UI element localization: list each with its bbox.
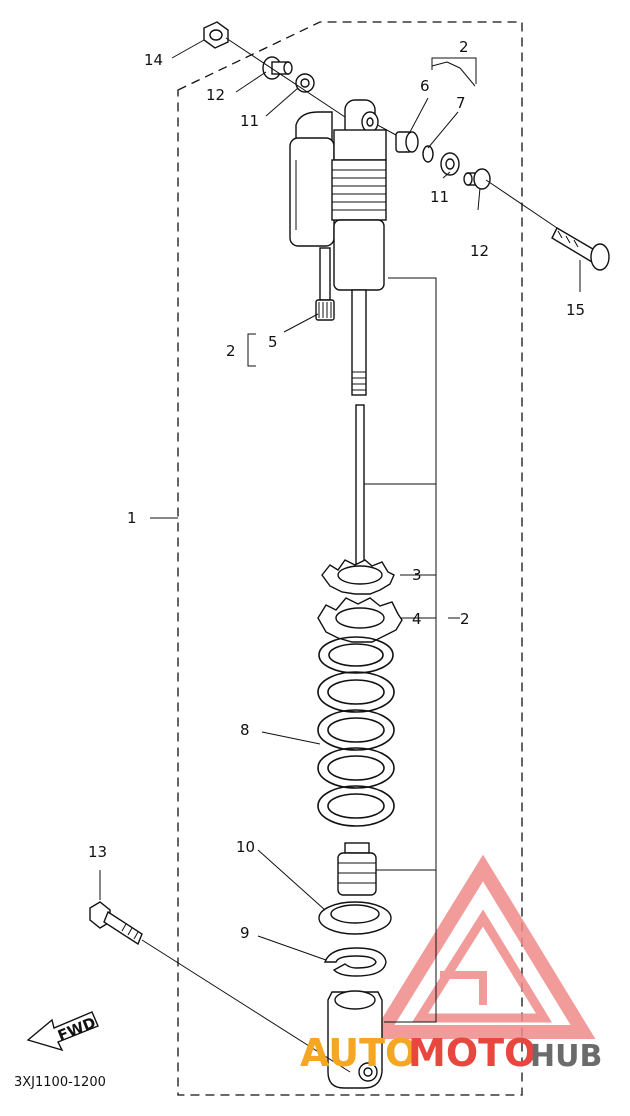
bump-stop xyxy=(337,842,377,896)
callout-13: 13 xyxy=(88,843,107,861)
callout-7: 7 xyxy=(456,94,466,112)
watermark-text-auto: AUTO xyxy=(300,1031,417,1075)
callout-5: 5 xyxy=(268,333,278,351)
callout-2-left: 2 xyxy=(226,342,236,360)
ring-7 xyxy=(422,145,434,163)
reservoir xyxy=(289,111,335,301)
seal-11-lower xyxy=(440,152,460,176)
spring-8 xyxy=(317,636,395,827)
watermark-text: AUTO MOTO HUB xyxy=(300,1031,602,1075)
drawing-code: 3XJ1100-1200 xyxy=(14,1075,106,1090)
assembly-boundary xyxy=(177,21,523,1096)
lower-clevis xyxy=(327,990,383,1089)
bracket-2-upper xyxy=(431,57,477,84)
callout-6: 6 xyxy=(420,77,430,95)
leader-lines xyxy=(99,39,581,961)
seal-11-upper xyxy=(295,73,315,93)
spring-seat-10 xyxy=(318,901,392,935)
fwd-arrow-icon xyxy=(26,1011,99,1052)
locknut-3 xyxy=(321,559,395,595)
callout-10: 10 xyxy=(236,838,255,856)
nut-5 xyxy=(315,299,335,321)
damper-rod xyxy=(355,404,365,576)
retainer-9 xyxy=(324,947,387,977)
watermark-text-moto: MOTO xyxy=(408,1031,536,1075)
callout-14: 14 xyxy=(144,51,163,69)
callout-12-upper: 12 xyxy=(206,86,225,104)
callout-9: 9 xyxy=(240,924,250,942)
callout-12-lower: 12 xyxy=(470,242,489,260)
callout-8: 8 xyxy=(240,721,250,739)
adjuster-nut-4 xyxy=(317,597,403,643)
callout-11-lower: 11 xyxy=(430,188,449,206)
collar-12-upper xyxy=(262,56,293,80)
callout-15: 15 xyxy=(566,301,585,319)
bolt-13 xyxy=(89,901,143,946)
watermark-logo xyxy=(369,854,596,1039)
shock-body xyxy=(331,99,387,396)
callout-1: 1 xyxy=(127,509,137,527)
bolt-15 xyxy=(551,227,610,271)
collar-12-lower xyxy=(463,168,491,190)
nut-14 xyxy=(203,21,229,49)
bearing-6 xyxy=(395,131,419,153)
watermark-text-hub: HUB xyxy=(530,1039,602,1074)
bracket-2-left xyxy=(247,333,256,367)
callout-2-upper: 2 xyxy=(459,38,469,56)
callout-4: 4 xyxy=(412,610,422,628)
callout-3: 3 xyxy=(412,566,422,584)
callout-11-upper: 11 xyxy=(240,112,259,130)
callout-2-right: 2 xyxy=(460,610,470,628)
